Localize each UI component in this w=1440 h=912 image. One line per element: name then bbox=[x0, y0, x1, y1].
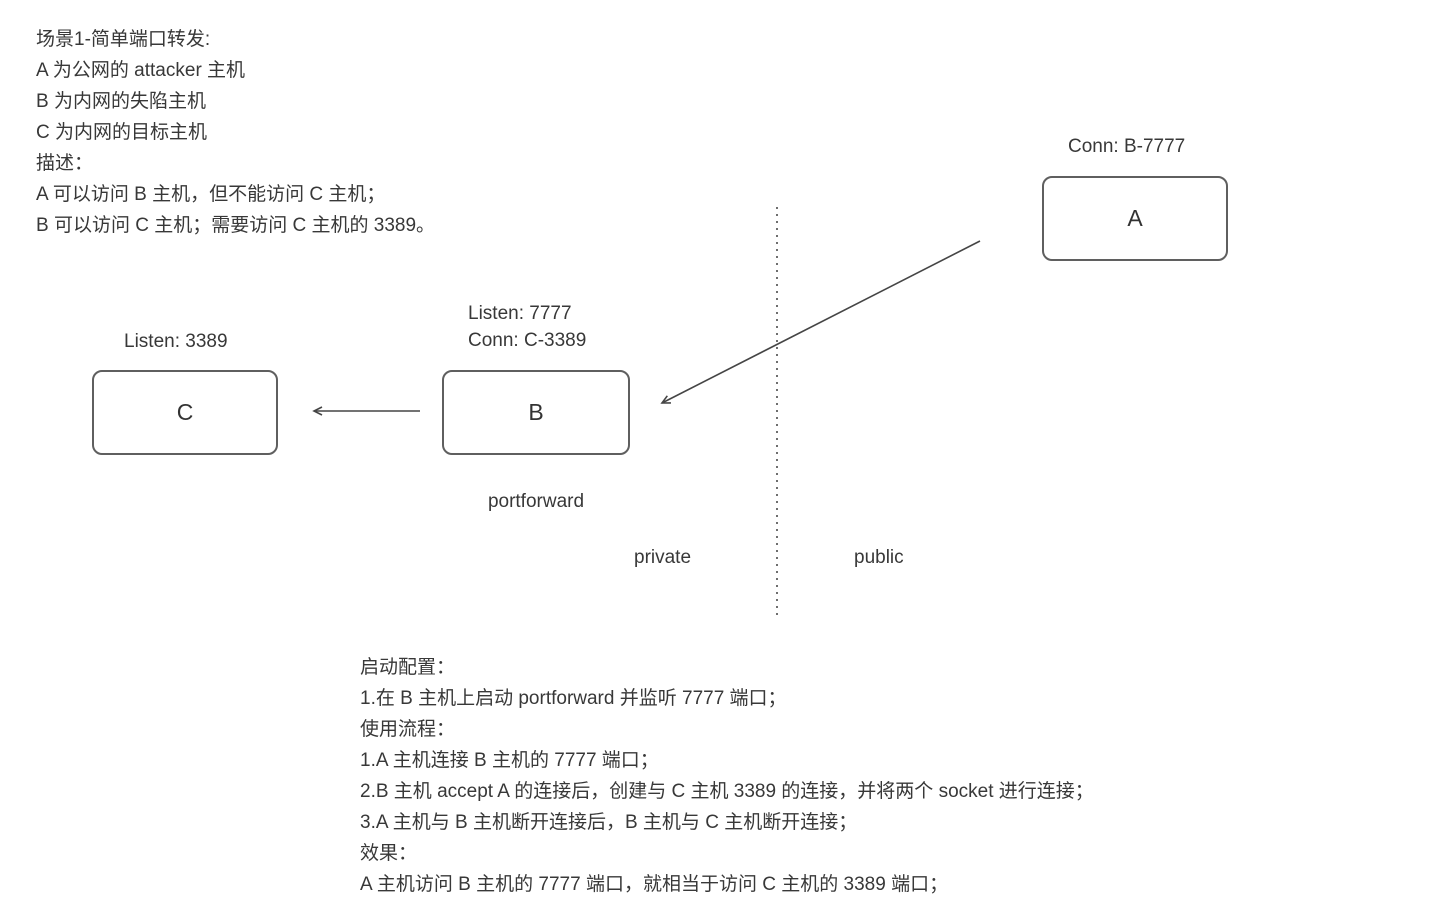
scenario-line: C 为内网的目标主机 bbox=[36, 122, 208, 143]
scenario-description: 场景1-简单端口转发: A 为公网的 attacker 主机 B 为内网的失陷主… bbox=[36, 24, 435, 241]
node-a: A bbox=[1042, 176, 1228, 261]
scenario-line: B 可以访问 C 主机；需要访问 C 主机的 3389。 bbox=[36, 215, 436, 236]
zone-label-private: private bbox=[634, 547, 692, 568]
node-b-conn-label: Conn: C-3389 bbox=[468, 330, 587, 351]
node-b-label: B bbox=[528, 399, 544, 425]
instruction-line: 效果： bbox=[360, 843, 418, 864]
node-b-listen-label: Listen: 7777 bbox=[468, 303, 572, 324]
arrow-a-to-b bbox=[660, 240, 981, 404]
scenario-line: 描述： bbox=[36, 153, 94, 174]
instruction-line: 3.A 主机与 B 主机断开连接后，B 主机与 C 主机断开连接； bbox=[360, 812, 858, 833]
instructions: 启动配置： 1.在 B 主机上启动 portforward 并监听 7777 端… bbox=[360, 652, 1094, 900]
node-a-label: A bbox=[1127, 205, 1143, 231]
instruction-line: 1.在 B 主机上启动 portforward 并监听 7777 端口； bbox=[360, 688, 787, 709]
node-b-annotation: Listen: 7777 Conn: C-3389 bbox=[468, 300, 586, 354]
node-b: B bbox=[442, 370, 630, 455]
instruction-line: 启动配置： bbox=[360, 657, 456, 678]
scenario-line: 场景1-简单端口转发: bbox=[36, 29, 211, 50]
node-a-annotation: Conn: B-7777 bbox=[1068, 136, 1186, 157]
scenario-line: A 可以访问 B 主机，但不能访问 C 主机； bbox=[36, 184, 386, 205]
node-c: C bbox=[92, 370, 278, 455]
node-b-caption: portforward bbox=[487, 491, 585, 512]
node-c-label: C bbox=[176, 399, 194, 425]
scenario-line: A 为公网的 attacker 主机 bbox=[36, 60, 246, 81]
instruction-line: A 主机访问 B 主机的 7777 端口，就相当于访问 C 主机的 3389 端… bbox=[360, 874, 949, 895]
node-c-annotation: Listen: 3389 bbox=[124, 331, 228, 352]
instruction-line: 1.A 主机连接 B 主机的 7777 端口； bbox=[360, 750, 659, 771]
zone-label-public: public bbox=[854, 547, 904, 568]
scenario-line: B 为内网的失陷主机 bbox=[36, 91, 206, 112]
instruction-line: 2.B 主机 accept A 的连接后，创建与 C 主机 3389 的连接，并… bbox=[360, 781, 1094, 802]
instruction-line: 使用流程： bbox=[360, 719, 456, 740]
